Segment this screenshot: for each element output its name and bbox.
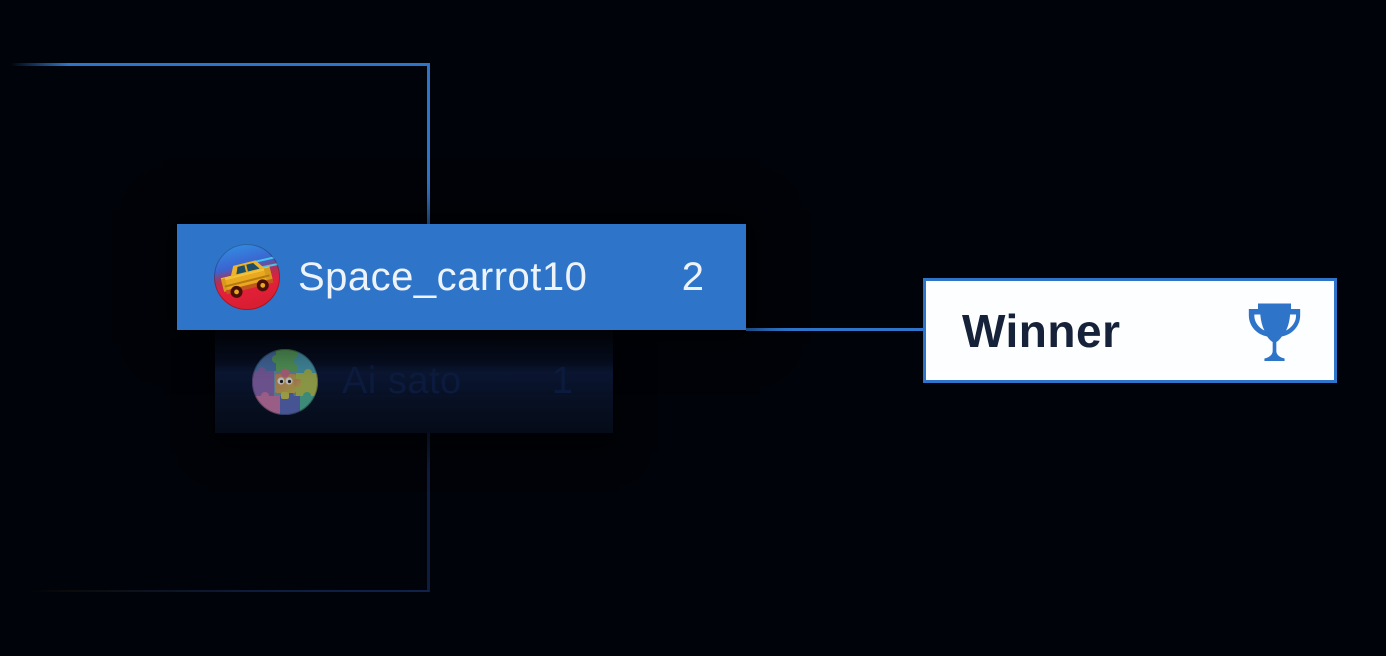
puzzle-avatar-icon (252, 348, 318, 415)
player-score: 2 (681, 254, 704, 299)
player-score: 1 (551, 360, 573, 402)
bracket-connector-top-horizontal (10, 63, 430, 66)
car-avatar-icon (214, 244, 280, 310)
bracket-connector-top-vertical (427, 63, 430, 224)
bracket-connector-bottom-vertical-dim (427, 433, 430, 592)
bracket-connector-bottom-horizontal-dim (30, 590, 429, 592)
bracket-connector-to-winner (746, 328, 923, 331)
player-name: Ai sato (342, 360, 462, 402)
player-name: Space_carrot10 (298, 254, 588, 299)
match-row-eliminated[interactable]: Ai sato 1 (215, 330, 613, 433)
winner-label-box: Winner (923, 278, 1337, 383)
trophy-icon (1248, 303, 1301, 361)
match-row-winner[interactable]: Space_carrot10 2 (177, 224, 746, 330)
winner-label: Winner (962, 304, 1121, 357)
